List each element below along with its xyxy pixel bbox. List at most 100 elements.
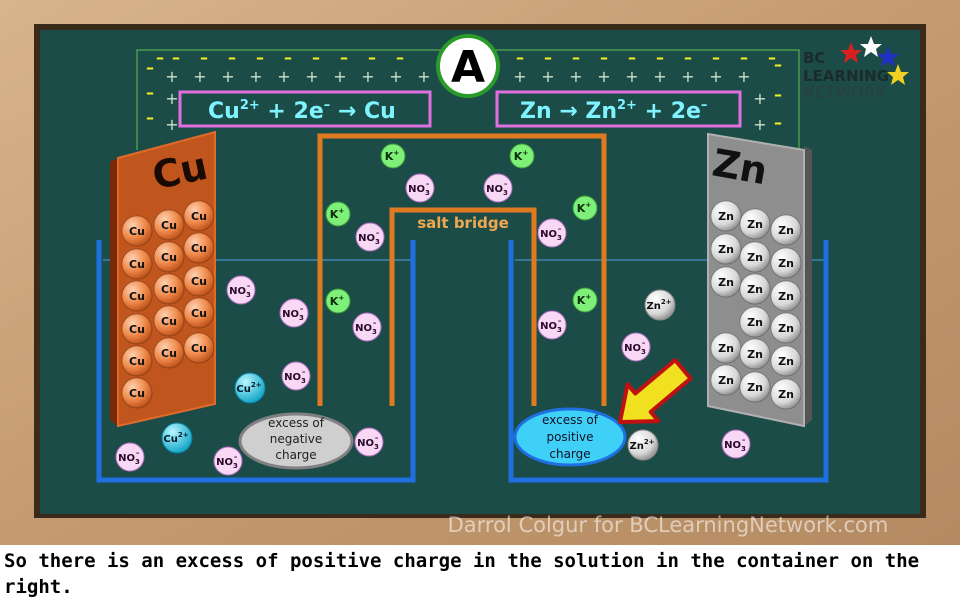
- svg-text:Cu: Cu: [129, 355, 145, 368]
- cu-atom: Cu: [183, 232, 215, 264]
- wire-positive-mark: +: [569, 67, 582, 86]
- wire-negative-mark: –: [600, 48, 608, 67]
- cu-atom: Cu: [183, 200, 215, 232]
- k-ion: K+: [509, 143, 535, 169]
- zn2-ion: Zn2+: [644, 289, 676, 321]
- zn-atom: Zn: [770, 214, 802, 246]
- wire-positive-mark: +: [389, 67, 402, 86]
- k-ion: K+: [572, 287, 598, 313]
- cu-atom: Cu: [153, 337, 185, 369]
- wire-positive-mark: +: [753, 115, 766, 134]
- svg-text:Cu: Cu: [129, 258, 145, 271]
- wire-positive-mark: +: [513, 67, 526, 86]
- bc-learning-network-logo: BC LEARNING NETWORK: [803, 36, 909, 101]
- k-ion: K+: [325, 201, 351, 227]
- svg-text:NO3–: NO3–: [540, 225, 562, 242]
- svg-text:Cu: Cu: [129, 290, 145, 303]
- svg-text:Cu: Cu: [161, 347, 177, 360]
- cu-electrode-side: [110, 158, 118, 426]
- svg-text:Zn: Zn: [747, 218, 763, 231]
- zn-atom: Zn: [770, 345, 802, 377]
- wire-negative-mark: –: [146, 83, 154, 102]
- svg-text:K+: K+: [330, 207, 345, 221]
- right-equation-box: [495, 90, 742, 128]
- svg-text:K+: K+: [330, 294, 345, 308]
- svg-text:Cu: Cu: [191, 275, 207, 288]
- wire-positive-mark: +: [753, 89, 766, 108]
- svg-text:Zn2+: Zn2+: [646, 298, 671, 312]
- svg-text:Cu: Cu: [191, 242, 207, 255]
- wire-negative-mark: –: [740, 48, 748, 67]
- cu-atom: Cu: [183, 265, 215, 297]
- no3-ion: NO3–: [537, 218, 567, 248]
- wire-positive-mark: +: [737, 67, 750, 86]
- no3-ion: NO3–: [355, 222, 385, 252]
- star-white-icon: [860, 36, 882, 57]
- star-yellow-icon: [887, 64, 909, 85]
- wire-negative-mark: –: [768, 48, 776, 67]
- ions-group: K+K+K+K+K+K+NO3–NO3–NO3–NO3–NO3–NO3–NO3–…: [115, 143, 751, 476]
- svg-text:LEARNING: LEARNING: [803, 67, 889, 85]
- svg-text:Zn: Zn: [778, 257, 794, 270]
- wire-negative-mark: –: [228, 48, 236, 67]
- wire-positive-mark: +: [361, 67, 374, 86]
- salt-bridge-outer: [317, 133, 607, 406]
- wire-negative-mark: –: [312, 48, 320, 67]
- svg-text:Zn: Zn: [747, 251, 763, 264]
- left-equation: Cu2+ + 2e– → Cu: [208, 98, 396, 124]
- salt-bridge-label: salt bridge: [417, 214, 509, 232]
- wire-negative-mark: –: [516, 48, 524, 67]
- cu-atom: Cu: [121, 280, 153, 312]
- wire-negative-mark: –: [774, 85, 782, 104]
- wire-positive-mark: +: [221, 67, 234, 86]
- left-beaker: [96, 240, 416, 483]
- wire-negative-mark: –: [544, 48, 552, 67]
- svg-text:Cu: Cu: [191, 307, 207, 320]
- svg-text:Zn: Zn: [718, 374, 734, 387]
- zn-atom: Zn: [710, 266, 742, 298]
- svg-text:NO3–: NO3–: [357, 434, 379, 451]
- right-beaker: [508, 240, 829, 483]
- wire-negative-mark: –: [572, 48, 580, 67]
- svg-text:Cu: Cu: [161, 315, 177, 328]
- cu-atom: Cu: [121, 248, 153, 280]
- wire-positive-mark: +: [417, 67, 430, 86]
- star-red-icon: [840, 42, 862, 63]
- cu-atom: Cu: [121, 345, 153, 377]
- pointer-arrow-icon: [618, 358, 693, 424]
- svg-text:NO3–: NO3–: [118, 449, 140, 466]
- zn-atom: Zn: [739, 338, 771, 370]
- svg-text:NO3–: NO3–: [358, 229, 380, 246]
- cu2-ion: Cu2+: [234, 372, 266, 404]
- cu-atom: Cu: [153, 305, 185, 337]
- zn-electrode-label: Zn: [709, 141, 770, 194]
- svg-text:Zn: Zn: [778, 290, 794, 303]
- no3-ion: NO3–: [226, 275, 256, 305]
- wire-positive-mark: +: [653, 67, 666, 86]
- svg-text:Cu2+: Cu2+: [236, 381, 261, 395]
- svg-text:Zn: Zn: [718, 210, 734, 223]
- ammeter[interactable]: [436, 34, 500, 98]
- wire-positive-mark: +: [193, 67, 206, 86]
- wire-positive-mark: +: [165, 115, 178, 134]
- svg-text:Cu: Cu: [161, 283, 177, 296]
- svg-text:Cu: Cu: [191, 342, 207, 355]
- svg-text:Cu: Cu: [161, 219, 177, 232]
- caption-text: So there is an excess of positive charge…: [4, 550, 920, 598]
- wire-positive-mark: +: [625, 67, 638, 86]
- wire-positive-mark: +: [165, 89, 178, 108]
- wire-negative-mark: –: [172, 48, 180, 67]
- no3-ion: NO3–: [115, 442, 145, 472]
- zn-atom: Zn: [739, 273, 771, 305]
- no3-ion: NO3–: [621, 332, 651, 362]
- wire-positive-mark: +: [277, 67, 290, 86]
- positive-charge-ellipse: [513, 407, 627, 467]
- wire-negative-mark: –: [368, 48, 376, 67]
- wire-positive-mark: +: [541, 67, 554, 86]
- ammeter-label: A: [451, 42, 485, 93]
- zn-atom: Zn: [770, 378, 802, 410]
- salt-bridge-inner: [389, 207, 537, 406]
- wire-positive-mark: +: [681, 67, 694, 86]
- svg-text:K+: K+: [577, 201, 592, 215]
